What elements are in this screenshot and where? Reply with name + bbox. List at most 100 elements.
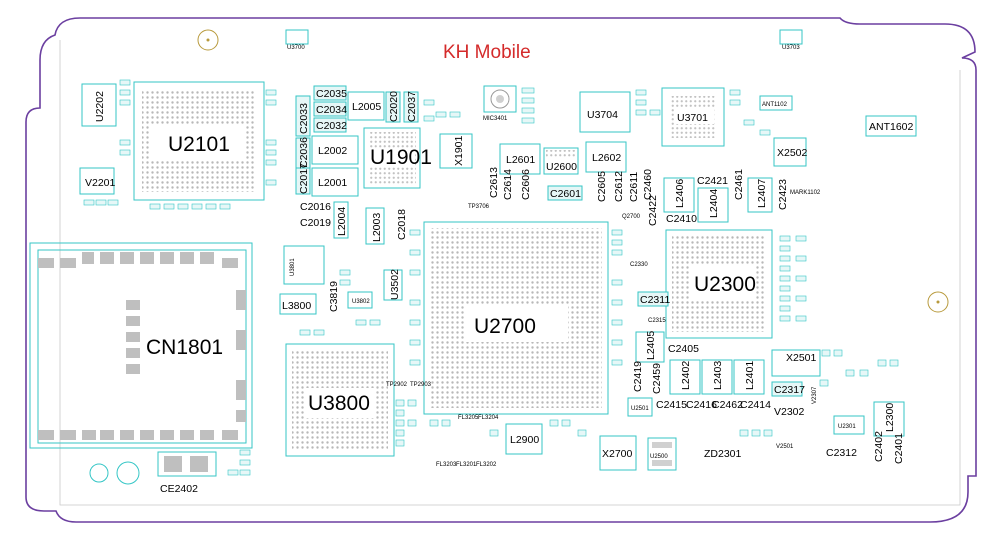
label-v2501: V2501 [776, 444, 794, 450]
label-fl3203: FL3203 [436, 462, 457, 468]
label-u2600: U2600 [546, 161, 577, 173]
label-c2415: C2415 [656, 399, 687, 411]
label-v2201: V2201 [85, 177, 116, 189]
label-l2004: L2004 [336, 207, 348, 236]
label-u3801: U3801 [290, 258, 296, 276]
label-x2501: X2501 [786, 352, 817, 364]
label-c2423: C2423 [777, 179, 789, 210]
label-ce2402: CE2402 [160, 483, 198, 495]
label-c2421: C2421 [697, 175, 728, 187]
label-fl3205: FL3205 [458, 415, 479, 421]
label-c2032: C2032 [316, 120, 347, 132]
label-l2300: L2300 [884, 403, 896, 432]
label-l2003: L2003 [371, 213, 383, 242]
label-u2301: U2301 [838, 424, 856, 430]
label-u2700: U2700 [474, 315, 536, 338]
label-l2401: L2401 [744, 361, 756, 390]
label-l2602: L2602 [592, 152, 621, 164]
label-c2401: C2401 [893, 433, 905, 464]
label-c2317: C2317 [774, 384, 805, 396]
label-c2016: C2016 [300, 201, 331, 213]
label-c2613: C2613 [488, 167, 500, 198]
label-u3704: U3704 [587, 109, 618, 121]
label-c2405: C2405 [668, 343, 699, 355]
label-c2036: C2036 [298, 137, 310, 168]
board-inner-edge [59, 40, 961, 506]
label-x2700: X2700 [602, 448, 633, 460]
label-c2035: C2035 [316, 88, 347, 100]
label-v2302: V2302 [774, 406, 805, 418]
label-l2405: L2405 [645, 331, 657, 360]
label-tp2903: TP2903 [410, 382, 432, 388]
label-u3802: U3802 [352, 299, 370, 305]
label-c2018: C2018 [396, 209, 408, 240]
label-u2300: U2300 [694, 273, 756, 296]
label-c2612: C2612 [613, 171, 625, 202]
label-u2500: U2500 [650, 454, 668, 460]
label-ant1602: ANT1602 [869, 121, 914, 133]
label-c2410: C2410 [666, 213, 697, 225]
label-u3701: U3701 [677, 112, 708, 124]
mounting-hole [197, 29, 219, 51]
label-c2462: C2462 [712, 399, 743, 411]
label-c2330: C2330 [630, 262, 648, 268]
label-mark1102: MARK1102 [790, 190, 821, 196]
label-u3703: U3703 [782, 45, 800, 51]
label-l2001: L2001 [318, 177, 347, 189]
label-mic3401: MIC3401 [483, 116, 508, 122]
label-ant1102: ANT1102 [762, 102, 788, 108]
cn1801-pads [38, 252, 246, 440]
label-q2700: Q2700 [622, 214, 641, 220]
label-c2402: C2402 [873, 431, 885, 462]
label-c2461: C2461 [733, 169, 745, 200]
label-c2033: C2033 [298, 103, 310, 134]
label-c2414: C2414 [740, 399, 771, 411]
label-l2005: L2005 [352, 101, 381, 113]
label-u3502: U3502 [389, 269, 401, 300]
label-tp3706: TP3706 [468, 204, 490, 210]
label-c2311: C2311 [640, 294, 670, 306]
mounting-hole [927, 291, 949, 313]
label-cn1801: CN1801 [146, 336, 223, 359]
label-c2419: C2419 [632, 361, 644, 392]
board-edge [25, 17, 977, 523]
label-l3800: L3800 [282, 300, 311, 312]
label-u1901: U1901 [370, 146, 432, 169]
label-x2502: X2502 [777, 147, 808, 159]
label-c2422: C2422 [647, 195, 659, 226]
label-tp2902: TP2902 [386, 382, 408, 388]
label-l2406: L2406 [674, 179, 686, 208]
label-zd2301: ZD2301 [704, 448, 742, 460]
label-c2037: C2037 [406, 91, 418, 122]
mounting-hole [116, 461, 140, 485]
label-c2459: C2459 [651, 363, 663, 394]
label-c2312: C2312 [826, 447, 857, 459]
label-u2101: U2101 [168, 133, 230, 156]
label-u3800: U3800 [308, 392, 370, 415]
label-c2601: C2601 [550, 188, 581, 200]
label-l2601: L2601 [506, 154, 535, 166]
label-c2416: C2416 [686, 399, 717, 411]
label-c2614: C2614 [502, 169, 514, 200]
label-l2407: L2407 [756, 179, 768, 208]
label-c3819: C3819 [328, 281, 340, 312]
label-c2460: C2460 [642, 169, 654, 200]
label-l2403: L2403 [712, 361, 724, 390]
label-c2019: C2019 [300, 217, 331, 229]
label-u3700: U3700 [287, 45, 305, 51]
mounting-hole [89, 463, 109, 483]
label-fl3202: FL3202 [476, 462, 497, 468]
label-c2605: C2605 [596, 171, 608, 202]
label-c2034: C2034 [316, 104, 347, 116]
label-u2202: U2202 [94, 91, 106, 122]
small-passives [83, 79, 899, 476]
label-c2017: C2017 [298, 163, 310, 194]
label-l2002: L2002 [318, 145, 347, 157]
label-fl3201: FL3201 [456, 462, 477, 468]
board-title: KH Mobile [443, 42, 531, 63]
label-c2606: C2606 [520, 169, 532, 200]
label-l2900: L2900 [510, 434, 539, 446]
label-l2402: L2402 [680, 361, 692, 390]
